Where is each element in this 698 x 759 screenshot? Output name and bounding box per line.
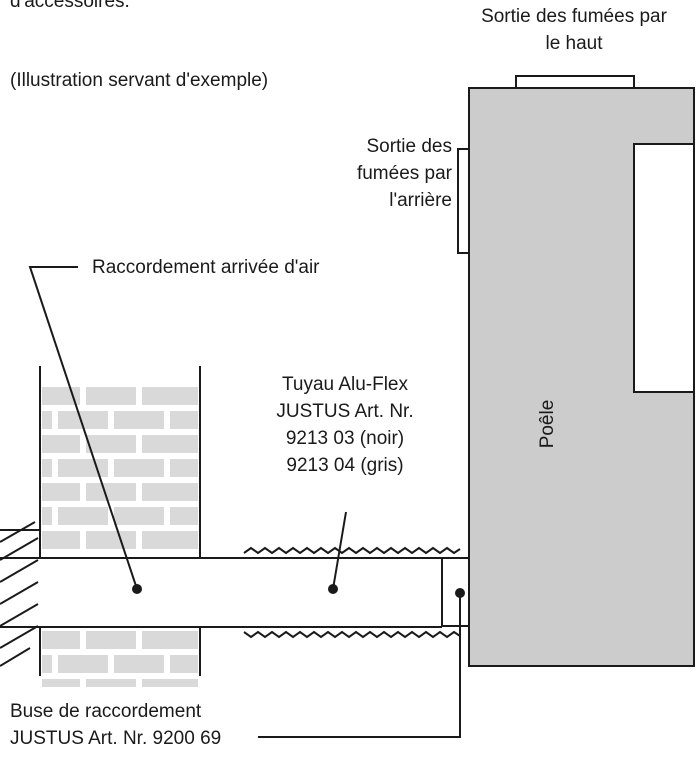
nozzle-dot: [455, 588, 465, 598]
rear-flue-outlet: [457, 148, 470, 254]
hose-dot: [328, 584, 338, 594]
rear-outlet-label-line-3: l'arrière: [389, 190, 452, 211]
header-fragment: d'accessoires.: [10, 0, 130, 12]
nozzle-callout: [258, 593, 461, 738]
nozzle-label-line-1: Buse de raccordement: [10, 701, 202, 722]
callouts: [28, 266, 461, 738]
wall-and-duct-lines: [0, 366, 262, 676]
illustration-note: (Illustration servant d'exemple): [10, 70, 269, 91]
hose-label-line-3: 9213 03 (noir): [285, 428, 405, 449]
rear-outlet-label-line-1: Sortie des: [366, 136, 452, 157]
hose-label-line-2: JUSTUS Art. Nr.: [276, 401, 414, 422]
top-outlet-label-line-2: le haut: [545, 33, 603, 54]
alu-flex-hose: [243, 546, 461, 639]
top-outlet-label-line-1: Sortie des fumées par: [481, 6, 667, 27]
rear-outlet-label: Sortie des fumées par l'arrière: [300, 133, 452, 214]
air-inlet-callout: [28, 266, 138, 590]
top-outlet-label: Sortie des fumées par le haut: [454, 3, 694, 57]
stove-label: Poêle: [537, 399, 558, 449]
nozzle-label: Buse de raccordement JUSTUS Art. Nr. 920…: [10, 698, 221, 752]
hose-label-line-4: 9213 04 (gris): [286, 455, 404, 476]
brick-wall-upper: [42, 387, 198, 549]
stove: [441, 75, 695, 667]
stove-window: [633, 143, 695, 393]
nozzle-label-line-2: JUSTUS Art. Nr. 9200 69: [10, 728, 222, 749]
air-inlet-label: Raccordement arrivée d'air: [92, 257, 320, 278]
brick-wall-lower: [42, 631, 198, 687]
hose-callout: [332, 511, 347, 590]
hose-label-line-1: Tuyau Alu-Flex: [281, 374, 408, 395]
hose-label: Tuyau Alu-Flex JUSTUS Art. Nr. 9213 03 (…: [230, 371, 460, 479]
top-flue-outlet: [515, 75, 635, 89]
rear-outlet-label-line-2: fumées par: [356, 163, 452, 184]
outer-wall-hatching: [0, 521, 40, 667]
air-inlet-dot: [132, 584, 142, 594]
